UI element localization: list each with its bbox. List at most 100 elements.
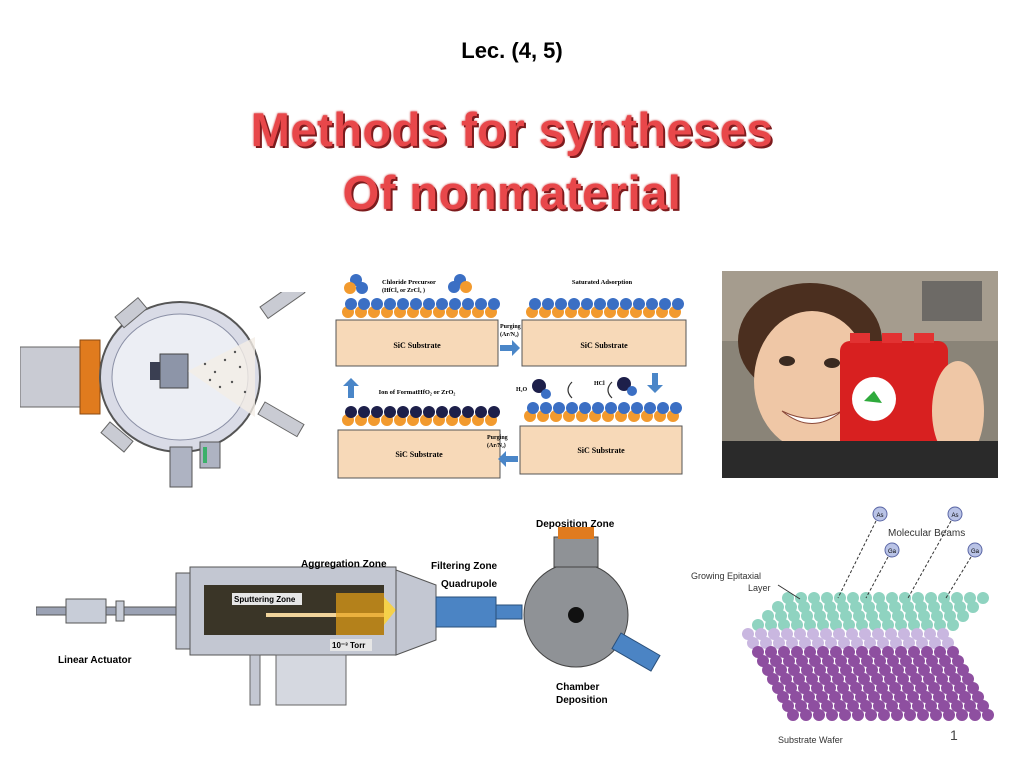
lattice-atom: [783, 655, 795, 667]
lattice-atom: [873, 700, 885, 712]
lattice-atom: [846, 628, 858, 640]
lattice-atom: [801, 664, 813, 676]
atom-top: [605, 402, 617, 414]
atom-top: [423, 406, 435, 418]
lattice-atom: [793, 673, 805, 685]
lattice-atom: [887, 655, 899, 667]
lattice-atom: [923, 673, 935, 685]
quadrupole-label: Quadrupole: [441, 579, 498, 590]
linear-actuator-label: Linear Actuator: [58, 655, 132, 666]
lattice-atom: [936, 673, 948, 685]
lattice-atom: [842, 691, 854, 703]
lattice-atom: [772, 682, 784, 694]
lattice-atom: [962, 673, 974, 685]
molecular-beams-label: Molecular Beams: [888, 528, 965, 539]
lattice-atom: [876, 682, 888, 694]
atom-top: [672, 298, 684, 310]
lattice-atom: [915, 682, 927, 694]
lattice-atom: [757, 655, 769, 667]
lattice-atom: [967, 601, 979, 613]
lattice-atom: [957, 664, 969, 676]
lattice-atom: [884, 673, 896, 685]
atom-top: [475, 406, 487, 418]
atom-top: [620, 298, 632, 310]
lattice-atom: [837, 682, 849, 694]
lattice-atom: [827, 664, 839, 676]
lattice-atom: [868, 691, 880, 703]
torr-label: 10⁻³ Torr: [332, 641, 365, 650]
lattice-atom: [898, 628, 910, 640]
atom-top: [462, 406, 474, 418]
atom-top: [449, 298, 461, 310]
lecture-number: Lec. (4, 5): [461, 38, 563, 63]
chamber-deposition-label: Deposition: [556, 695, 608, 706]
atom-top: [423, 298, 435, 310]
lattice-atom: [840, 664, 852, 676]
substrate-label-4: SiC Substrate: [577, 446, 625, 455]
lattice-atom: [881, 691, 893, 703]
lattice-atom: [747, 637, 759, 649]
substrate-label-3: SiC Substrate: [395, 450, 443, 459]
lattice-atom: [947, 646, 959, 658]
atom-top: [644, 402, 656, 414]
lattice-atom: [845, 673, 857, 685]
lattice-atom: [943, 709, 955, 721]
lattice-atom: [788, 664, 800, 676]
lattice-atom: [796, 655, 808, 667]
lattice-atom: [811, 682, 823, 694]
lattice-atom: [947, 619, 959, 631]
substrate-wafer-label: Substrate Wafer: [778, 735, 843, 745]
lattice-atom: [937, 628, 949, 640]
atom-top: [527, 402, 539, 414]
lattice-atom: [877, 637, 889, 649]
filtering-zone-label: Filtering Zone: [431, 561, 498, 572]
atom-top: [594, 298, 606, 310]
purging-gas-2: (Ar/N₂): [487, 442, 506, 449]
lattice-atom: [838, 637, 850, 649]
substrate-label-2: SiC Substrate: [580, 341, 628, 350]
lattice-atom: [930, 709, 942, 721]
lattice-atom: [833, 628, 845, 640]
atom-top: [436, 298, 448, 310]
lattice-atom: [814, 664, 826, 676]
lattice-atom: [925, 700, 937, 712]
lattice-atom: [902, 682, 914, 694]
ald-process-diagram: Chloride Precursor (HfCl₄ or ZrCl₄ ) SiC…: [335, 274, 687, 479]
lattice-atom: [929, 637, 941, 649]
purging-label-2: Purging: [487, 435, 508, 441]
lattice-atom: [765, 646, 777, 658]
lattice-atom: [859, 628, 871, 640]
lattice-atom: [933, 691, 945, 703]
atom-label-ga-1: Ga: [888, 549, 897, 555]
lattice-atom: [762, 664, 774, 676]
lattice-atom: [760, 637, 772, 649]
lattice-atom: [889, 682, 901, 694]
sputtering-zone-label: Sputtering Zone: [234, 595, 296, 604]
atom-top: [345, 406, 357, 418]
lattice-atom: [934, 646, 946, 658]
atom-top: [488, 406, 500, 418]
lattice-atom: [816, 691, 828, 703]
atom-top: [410, 406, 422, 418]
lattice-atom: [920, 691, 932, 703]
lattice-atom: [864, 637, 876, 649]
slide-title-line-1: Methods for syntheses: [250, 103, 774, 156]
lattice-atom: [910, 673, 922, 685]
lattice-atom: [897, 673, 909, 685]
atom-top: [358, 406, 370, 418]
atom-top: [540, 402, 552, 414]
lattice-atom: [804, 646, 816, 658]
lattice-atom: [813, 709, 825, 721]
lattice-atom: [822, 655, 834, 667]
lattice-atom: [800, 709, 812, 721]
precursor-label: Chloride Precursor: [382, 279, 436, 286]
lattice-atom: [791, 646, 803, 658]
lattice-atom: [808, 700, 820, 712]
lattice-atom: [807, 628, 819, 640]
lattice-atom: [959, 691, 971, 703]
lattice-atom: [832, 673, 844, 685]
lattice-atom: [819, 673, 831, 685]
atom-top: [633, 298, 645, 310]
lattice-atom: [856, 646, 868, 658]
ion-format-label: Ion of FormatHfO₂ or ZrO₂: [379, 389, 456, 396]
